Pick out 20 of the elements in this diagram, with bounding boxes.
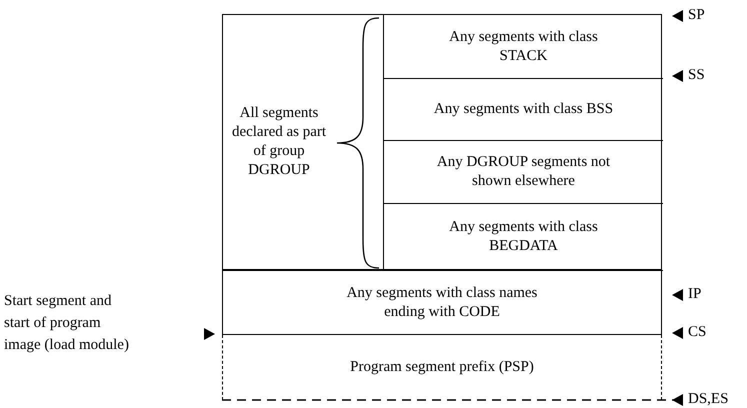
note-text: Start segment and start of program image (load module) (4, 292, 129, 355)
register-label: SP (688, 6, 705, 25)
register-label: CS (688, 323, 706, 342)
segment-label: Any segments with class BEGDATA (448, 218, 599, 256)
segment-label: Any segments with class STACK (448, 28, 599, 66)
group-box (222, 14, 662, 270)
segment-label: All segments declared as part of group DGROUP (230, 104, 328, 180)
segment-box (383, 79, 663, 141)
segment-label: Program segment prefix (PSP) (349, 358, 535, 377)
segment-box (383, 204, 663, 271)
segment-label: Any DGROUP segments not shown elsewhere (436, 153, 612, 191)
segment-box (383, 141, 663, 204)
segment-label: Any segments with class BSS (432, 100, 614, 119)
segment-box (222, 270, 662, 335)
segment-box (383, 15, 663, 79)
register-label: IP (688, 285, 702, 304)
register-label: SS (688, 66, 705, 85)
register-label: DS,ES (688, 390, 728, 408)
segment-box (222, 335, 662, 400)
segment-label: Any segments with class names ending with CODE (346, 284, 538, 322)
